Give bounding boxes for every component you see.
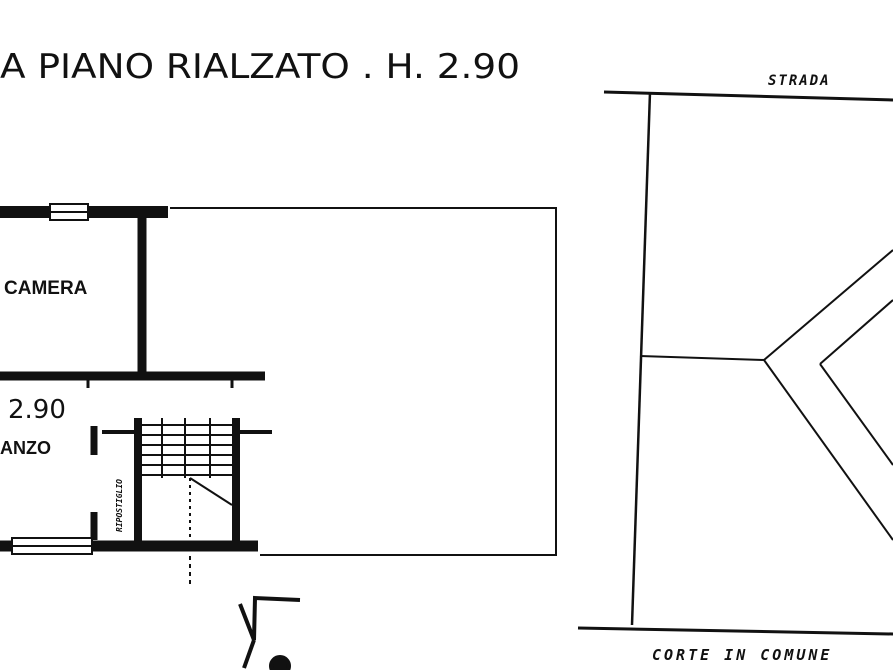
room-label-camera: CAMERA [4,278,88,299]
staircase [140,418,233,550]
plan-title: A PIANO RIALZATO . H. 2.90 [0,47,520,87]
room-height-label: 2.90 [8,395,66,425]
outline-wall [170,207,557,556]
site-label-top: STRADA [768,73,831,89]
north-arrow [238,595,301,670]
site-plan [577,90,893,636]
storage-vertical-label: RIPOSTIGLIO [115,479,124,532]
room-label-anzo: ANZO [0,438,51,458]
site-label-bottom: CORTE IN COMUNE [652,646,832,664]
floor-plan [0,203,557,585]
